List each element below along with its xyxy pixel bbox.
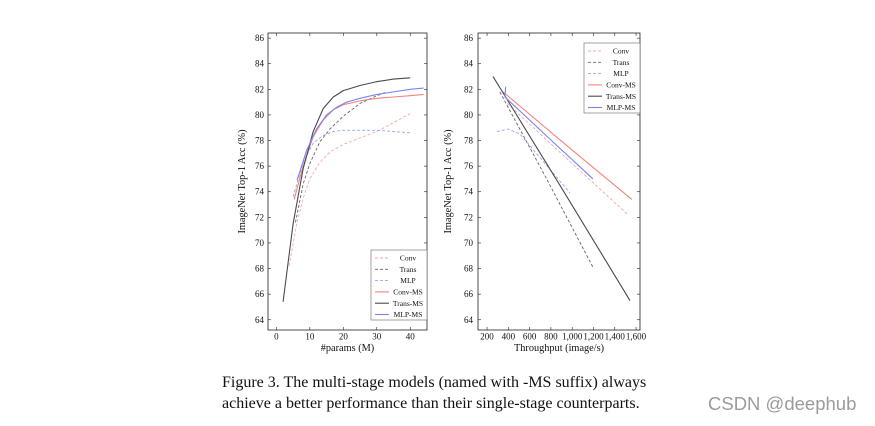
ytick-label: 74	[255, 187, 265, 197]
series-line-mlp	[496, 128, 571, 194]
ytick-label: 82	[255, 84, 264, 94]
ytick-label: 84	[464, 59, 474, 69]
ytick-label: 86	[464, 33, 474, 43]
ytick-label: 66	[464, 289, 474, 299]
xtick-label: 1,400	[605, 332, 626, 342]
xtick-label: 30	[372, 332, 382, 342]
xtick-label: 200	[480, 332, 494, 342]
plot-frame	[267, 32, 428, 331]
series-line-conv	[288, 113, 411, 267]
series-line-trans-ms	[492, 76, 631, 301]
series-line-conv-ms	[293, 93, 424, 200]
caption-line-2: achieve a better performance than their …	[222, 395, 640, 412]
xtick-label: 10	[305, 332, 315, 342]
ytick-label: 78	[255, 136, 265, 146]
ytick-label: 70	[464, 238, 474, 248]
series-line-conv	[506, 103, 629, 216]
chart-panel-2: 64 66 68 70 72 74 76 78 80 82 84 86 200 400 600 800 1,00…	[443, 32, 647, 354]
ytick-label: 78	[464, 136, 474, 146]
series-line-mlp-ms	[296, 87, 424, 181]
xtick-label: 800	[544, 332, 558, 342]
ytick-label: 76	[464, 161, 474, 171]
legend-label-trans-ms: Trans-MS	[393, 299, 423, 308]
xtick-label: 1,000	[562, 332, 583, 342]
legend-label-conv-ms: Conv-MS	[393, 288, 423, 297]
series-line-trans	[295, 91, 387, 223]
ytick-label: 72	[255, 212, 264, 222]
legend-label-conv-ms: Conv-MS	[606, 81, 636, 90]
ytick-label: 84	[255, 59, 265, 69]
watermark-text: CSDN @deephub	[708, 393, 857, 414]
legend-label-trans: Trans	[400, 265, 417, 274]
y-axis-label: ImageNet Top-1 Acc (%)	[443, 129, 454, 233]
xtick-label: 1,600	[626, 332, 647, 342]
plot-frame	[477, 32, 641, 331]
ytick-label: 64	[255, 315, 265, 325]
ytick-label: 66	[255, 289, 265, 299]
ytick-label: 76	[255, 161, 265, 171]
legend-label-mlp: MLP	[613, 69, 628, 78]
ytick-label: 86	[255, 33, 265, 43]
xtick-label: 400	[502, 332, 516, 342]
legend-label-conv: Conv	[613, 47, 630, 56]
ytick-label: 70	[255, 238, 265, 248]
legend-label-trans: Trans	[613, 58, 630, 67]
series-line-mlp-ms	[504, 86, 594, 180]
series-line-conv-ms	[502, 91, 633, 200]
legend-label-conv: Conv	[400, 254, 417, 263]
legend-label-mlp-ms: MLP-MS	[394, 310, 423, 319]
xtick-label: 1,200	[583, 332, 604, 342]
ytick-label: 82	[464, 84, 473, 94]
xtick-label: 20	[339, 332, 349, 342]
ytick-label: 74	[464, 187, 474, 197]
caption-line-1: Figure 3. The multi-stage models (named …	[222, 374, 647, 391]
legend-label-mlp: MLP	[400, 276, 415, 285]
legend-label-mlp-ms: MLP-MS	[607, 103, 636, 112]
series-lines	[492, 76, 633, 301]
ytick-label: 80	[464, 110, 474, 120]
x-axis-label: #params (M)	[321, 343, 374, 354]
ytick-label: 68	[255, 264, 265, 274]
x-axis-label: Throughput (image/s)	[514, 343, 604, 354]
y-axis-label: ImageNet Top-1 Acc (%)	[237, 129, 248, 233]
series-lines	[282, 77, 424, 302]
ytick-label: 64	[464, 315, 474, 325]
series-line-trans-ms	[282, 77, 411, 302]
series-line-trans	[499, 91, 594, 268]
legend-box	[583, 42, 641, 114]
legend-label-trans-ms: Trans-MS	[606, 92, 636, 101]
xtick-label: 600	[523, 332, 537, 342]
chart-panel-1: 64 66 68 70 72 74 76 78 80 82 84 86 0 10 20 30 40 #params…	[237, 32, 428, 354]
ytick-label: 80	[255, 110, 265, 120]
ytick-label: 72	[464, 212, 473, 222]
xtick-label: 0	[274, 332, 279, 342]
xtick-label: 40	[406, 332, 416, 342]
figure-caption: Figure 3. The multi-stage models (named …	[222, 372, 646, 414]
ytick-label: 68	[464, 264, 474, 274]
legend-box	[370, 249, 428, 321]
